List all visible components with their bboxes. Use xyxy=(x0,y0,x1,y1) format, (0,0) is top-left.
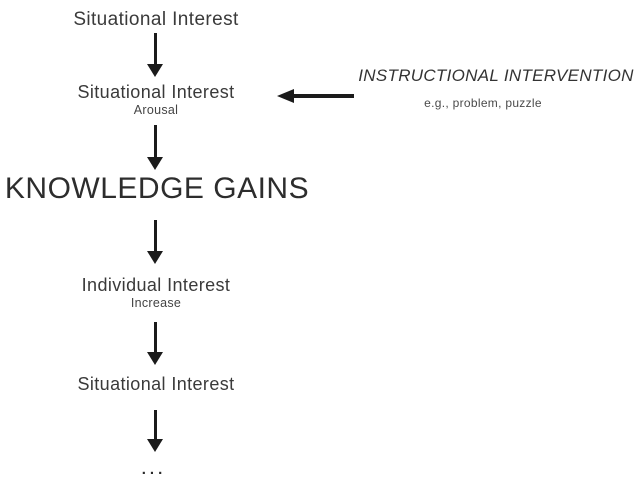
left-arrow-icon xyxy=(277,89,354,103)
arrow-shaft xyxy=(153,33,157,64)
flow-step-continuation-ellipsis: ... xyxy=(142,459,167,480)
arrow-head xyxy=(147,439,163,452)
down-arrow-icon xyxy=(147,220,163,264)
flow-step-knowledge-gains: KNOWLEDGE GAINS xyxy=(5,172,309,205)
intervention-title: INSTRUCTIONAL INTERVENTION xyxy=(358,66,634,85)
down-arrow-icon xyxy=(147,33,163,77)
flow-step-situational-interest-2: Situational Interest xyxy=(77,374,234,395)
arrow-head xyxy=(147,352,163,365)
arrow-shaft xyxy=(294,94,354,98)
arrow-shaft xyxy=(153,410,157,439)
flow-step-label: Situational Interest xyxy=(77,82,235,102)
flow-step-sublabel: Arousal xyxy=(133,103,179,117)
flow-step-situational-interest-arousal: Situational Interest Arousal xyxy=(77,82,234,117)
flow-step-label: ... xyxy=(141,461,167,478)
arrow-head xyxy=(147,157,163,170)
arrow-head xyxy=(277,89,294,103)
flow-step-individual-interest-increase: Individual Interest Increase xyxy=(82,275,231,310)
flow-step-label: Situational Interest xyxy=(73,9,239,30)
down-arrow-icon xyxy=(147,410,163,452)
down-arrow-icon xyxy=(147,125,163,170)
flow-step-sublabel: Increase xyxy=(130,296,182,310)
arrow-head xyxy=(147,64,163,77)
arrow-head xyxy=(147,251,163,264)
flow-step-label: KNOWLEDGE GAINS xyxy=(4,172,310,205)
arrow-shaft xyxy=(153,220,157,251)
flow-step-label: Situational Interest xyxy=(77,374,235,394)
down-arrow-icon xyxy=(147,322,163,365)
arrow-shaft xyxy=(153,125,157,157)
intervention-example: e.g., problem, puzzle xyxy=(424,96,542,110)
flow-step-label: Individual Interest xyxy=(81,275,231,295)
flow-step-situational-interest-1: Situational Interest xyxy=(73,9,238,30)
arrow-shaft xyxy=(153,322,157,352)
